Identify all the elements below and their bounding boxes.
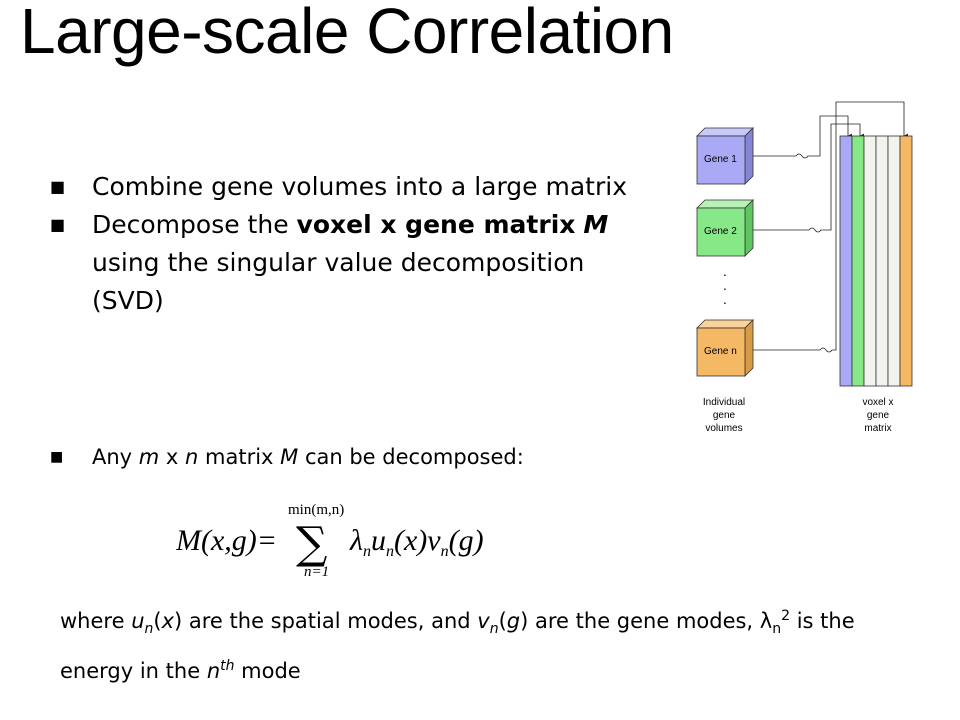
caption-voxel-gene-matrix: voxel x gene matrix: [862, 397, 893, 434]
formula-lower-limit: n=1: [304, 564, 329, 580]
matrix-column: [851, 135, 865, 387]
gene-label: Gene n: [704, 346, 737, 357]
voxel-gene-matrix: [839, 135, 913, 387]
matrix-diagram: Gene 1 Gene 2 ... Gene n Individual gene…: [696, 101, 913, 434]
svg-text:gene: gene: [713, 410, 736, 421]
gene-cube-n: Gene n: [696, 319, 754, 377]
where-explanation: where un(x) are the spatial modes, and v…: [60, 608, 855, 684]
svg-text:matrix: matrix: [864, 423, 891, 434]
bullet-text: Combine gene volumes into a large matrix: [92, 172, 627, 201]
formula-sub: n: [386, 543, 394, 560]
formula-ux: (x): [394, 524, 427, 557]
page-title: Large-scale Correlation: [20, 0, 674, 67]
gene-cube-face: [696, 327, 746, 377]
bullet-list: ■ Combine gene volumes into a large matr…: [50, 168, 650, 320]
bullet-decompose: ■ Decompose the voxel x gene matrix M us…: [50, 206, 650, 320]
svd-formula: M(x,g)= min(m,n) ∑ n=1 λnun(x)vn(g): [176, 502, 484, 580]
square-bullet-icon: ■: [50, 215, 66, 234]
gene-label: Gene 1: [704, 154, 737, 165]
formula-lambda: λ: [349, 524, 363, 557]
matrix-column: [875, 135, 889, 387]
svg-text:λnun(x)vn(g): λnun(x)vn(g): [349, 524, 484, 560]
formula-v: v: [427, 524, 441, 557]
matrix-column: [887, 135, 901, 387]
formula-upper-limit: min(m,n): [288, 502, 344, 518]
bullet-text: Any m x n matrix M can be decomposed:: [92, 445, 524, 469]
matrix-column: [863, 135, 877, 387]
svg-text:volumes: volumes: [705, 423, 742, 434]
bullet-text: Decompose the voxel x gene matrix M usin…: [92, 210, 609, 315]
bullet-combine: ■ Combine gene volumes into a large matr…: [50, 168, 650, 206]
gene-cube-face: [696, 135, 746, 185]
gene-cube-1: Gene 1: [696, 127, 754, 185]
formula-vg: (g): [449, 524, 484, 557]
formula-sigma: ∑: [296, 518, 327, 569]
square-bullet-icon: ■: [50, 177, 66, 196]
caption-individual-gene-volumes: Individual gene volumes: [703, 397, 745, 434]
formula-sub: n: [441, 543, 449, 560]
svg-text:Individual: Individual: [703, 397, 745, 408]
gene-label: Gene 2: [704, 226, 737, 237]
square-bullet-icon: ■: [50, 449, 64, 465]
gene-cube-2: Gene 2: [696, 199, 754, 257]
matrix-column: [899, 135, 913, 387]
ellipsis-dots: ...: [723, 265, 727, 307]
formula-sub: n: [363, 543, 371, 560]
svg-text:voxel x: voxel x: [862, 397, 893, 408]
matrix-column: [839, 135, 853, 387]
svg-text:gene: gene: [867, 410, 890, 421]
connector-lines: [753, 101, 908, 353]
formula-lhs: M(x,g)=: [176, 524, 277, 557]
formula-u: u: [371, 524, 386, 557]
gene-cube-face: [696, 207, 746, 257]
bullet-any-matrix: ■ Any m x n matrix M can be decomposed:: [50, 442, 524, 472]
